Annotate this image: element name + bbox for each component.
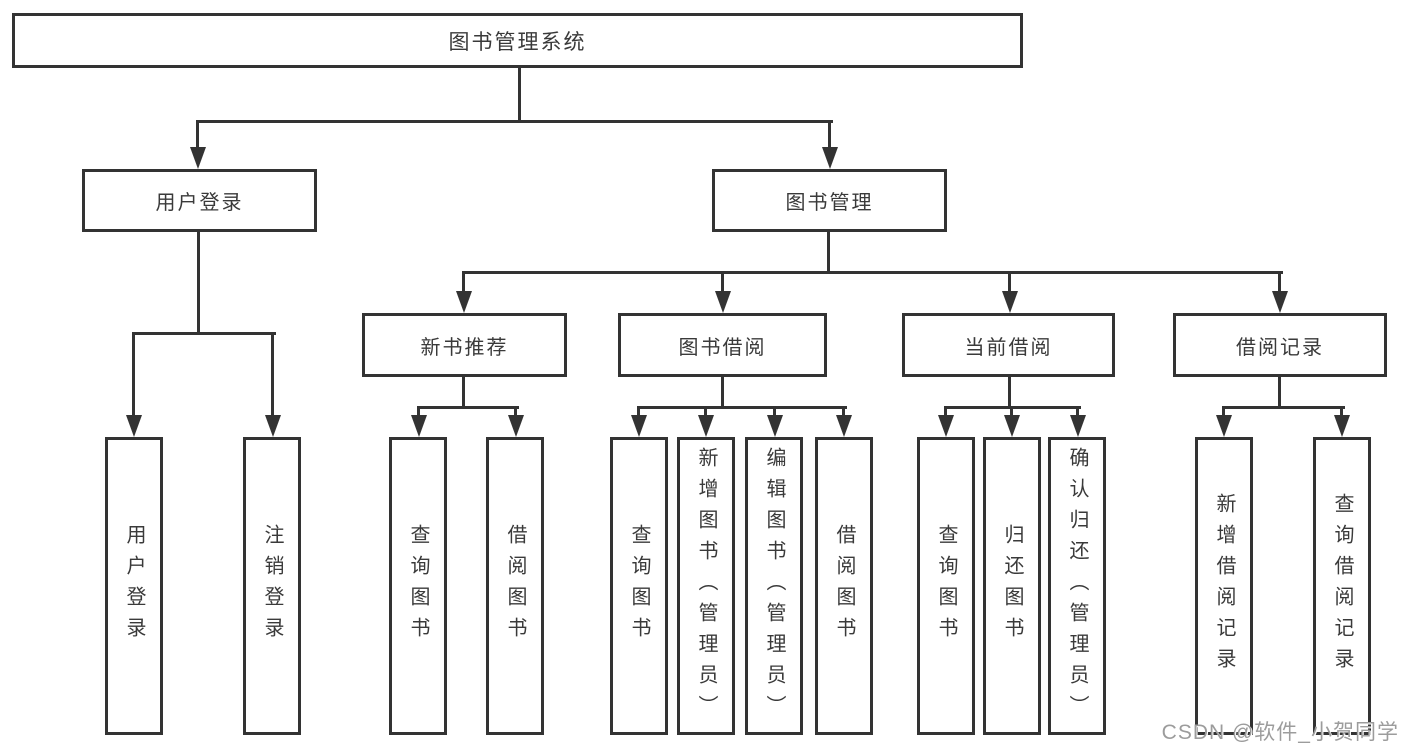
connector-line [462, 271, 1283, 274]
arrow-down-icon [1070, 415, 1086, 437]
node-leaf-return-books: 归还图书 [983, 437, 1041, 735]
node-book-borrow: 图书借阅 [618, 313, 827, 377]
node-label: 用户登录 [155, 192, 244, 214]
arrow-down-icon [1004, 415, 1020, 437]
node-label: 查询图书 [935, 524, 957, 648]
connector-line [828, 120, 831, 147]
arrow-down-icon [456, 291, 472, 313]
arrow-down-icon [715, 291, 731, 313]
node-label: 借阅图书 [833, 524, 855, 648]
connector-line [944, 406, 947, 415]
node-leaf-edit-books-admin: 编辑图书（管理员） [745, 437, 803, 735]
connector-line [1010, 406, 1013, 415]
connector-line [196, 120, 833, 123]
node-leaf-query-books-current: 查询图书 [917, 437, 975, 735]
node-leaf-user-login: 用户登录 [105, 437, 163, 735]
node-label: 注销登录 [261, 524, 283, 648]
node-label: 新增借阅记录 [1213, 493, 1235, 679]
node-leaf-logout: 注销登录 [243, 437, 301, 735]
arrow-down-icon [265, 415, 281, 437]
arrow-down-icon [1002, 291, 1018, 313]
node-label: 确认归还（管理员） [1066, 446, 1088, 726]
node-leaf-query-books-borrow: 查询图书 [610, 437, 668, 735]
arrow-down-icon [508, 415, 524, 437]
connector-line [1008, 271, 1011, 291]
connector-line [1278, 375, 1281, 408]
node-book-management: 图书管理 [712, 169, 947, 232]
arrow-down-icon [190, 147, 206, 169]
node-leaf-query-books-recommend: 查询图书 [389, 437, 447, 735]
connector-line [1222, 406, 1225, 415]
node-label: 查询图书 [407, 524, 429, 648]
connector-line [842, 406, 845, 415]
arrow-down-icon [836, 415, 852, 437]
node-label: 查询图书 [628, 524, 650, 648]
node-label: 查询借阅记录 [1331, 493, 1353, 679]
node-user-login: 用户登录 [82, 169, 317, 232]
connector-line [132, 332, 276, 335]
node-label: 借阅记录 [1236, 336, 1324, 359]
connector-line [197, 231, 200, 334]
node-current-borrow: 当前借阅 [902, 313, 1115, 377]
connector-line [462, 375, 465, 408]
csdn-watermark: CSDN @软件_小贺同学 [1161, 721, 1399, 744]
connector-line [514, 406, 517, 415]
connector-line [1008, 375, 1011, 408]
arrow-down-icon [631, 415, 647, 437]
node-label: 图书管理系统 [448, 30, 587, 54]
node-library-management-system: 图书管理系统 [12, 13, 1023, 68]
connector-line [1076, 406, 1079, 415]
connector-line [1340, 406, 1343, 415]
connector-line [518, 67, 521, 122]
node-label: 图书借阅 [678, 336, 767, 359]
connector-line [773, 406, 776, 415]
connector-line [637, 406, 640, 415]
node-leaf-confirm-return-admin: 确认归还（管理员） [1048, 437, 1106, 735]
connector-line [462, 271, 465, 291]
arrow-down-icon [126, 415, 142, 437]
node-new-book-recommend: 新书推荐 [362, 313, 567, 377]
arrow-down-icon [938, 415, 954, 437]
node-label: 图书管理 [785, 192, 874, 214]
arrow-down-icon [1216, 415, 1232, 437]
connector-line [721, 271, 724, 291]
node-leaf-add-books-admin: 新增图书（管理员） [677, 437, 735, 735]
node-label: 编辑图书（管理员） [763, 446, 785, 726]
node-label: 借阅图书 [504, 524, 526, 648]
connector-line [827, 231, 830, 273]
node-leaf-borrow-books: 借阅图书 [815, 437, 873, 735]
arrow-down-icon [767, 415, 783, 437]
connector-line [1278, 271, 1281, 291]
connector-line [721, 375, 724, 408]
node-label: 用户登录 [123, 524, 145, 648]
node-leaf-add-borrow-record: 新增借阅记录 [1195, 437, 1253, 735]
connector-line [1222, 406, 1345, 409]
arrow-down-icon [411, 415, 427, 437]
node-label: 新书推荐 [420, 336, 509, 359]
node-borrow-records: 借阅记录 [1173, 313, 1387, 377]
arrow-down-icon [698, 415, 714, 437]
arrow-down-icon [1334, 415, 1350, 437]
node-label: 新增图书（管理员） [695, 446, 717, 726]
node-label: 当前借阅 [964, 336, 1053, 359]
node-leaf-query-borrow-record: 查询借阅记录 [1313, 437, 1371, 735]
arrow-down-icon [822, 147, 838, 169]
connector-line [271, 332, 274, 415]
node-leaf-borrow-books-recommend: 借阅图书 [486, 437, 544, 735]
connector-line [704, 406, 707, 415]
connector-line [132, 332, 135, 415]
arrow-down-icon [1272, 291, 1288, 313]
node-label: 归还图书 [1001, 524, 1023, 648]
connector-line [637, 406, 847, 409]
connector-line [417, 406, 519, 409]
connector-line [196, 120, 199, 147]
connector-line [417, 406, 420, 415]
